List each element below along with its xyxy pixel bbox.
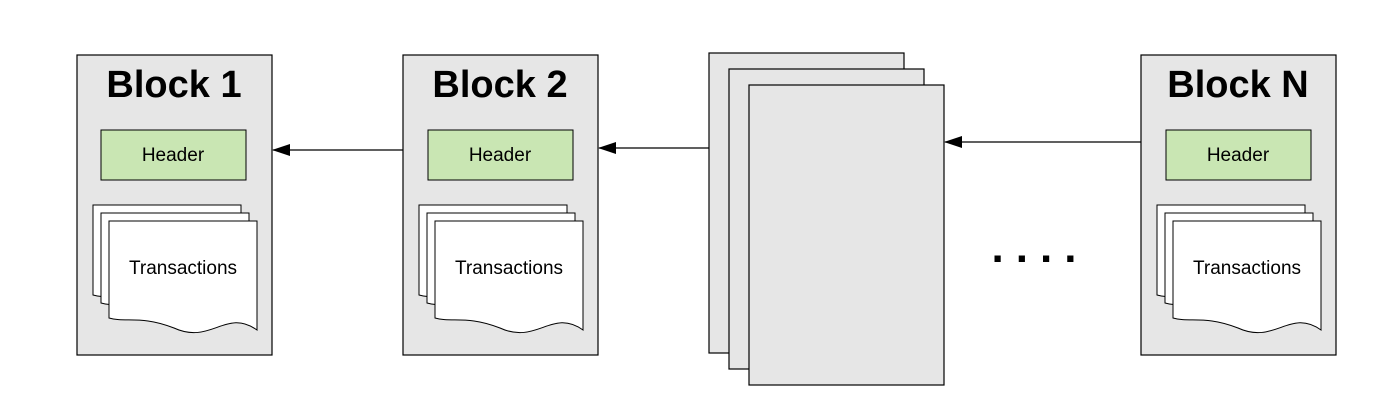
stacked-block-front [748,84,945,386]
block-n-header-box [1165,129,1312,181]
block-n-transactions-label: Transactions [1193,258,1301,279]
block-1-header-label: Header [142,145,205,166]
block-1: Block 1 Header Transactions [76,54,273,356]
block-n: Block N Header Transactions [1140,54,1337,356]
block-1-transactions-stack [92,204,258,334]
intermediate-blocks-stack [708,52,945,386]
block-2-transactions-label: Transactions [455,258,563,279]
block-2-transactions-stack [418,204,584,334]
block-n-title: Block N [1167,64,1308,106]
block-1-title: Block 1 [106,64,241,106]
block-2-title: Block 2 [432,64,567,106]
block-1-header-box [100,129,247,181]
ellipsis: .... [992,223,1089,272]
block-2-header-box [427,129,574,181]
block-n-header-label: Header [1207,145,1270,166]
block-1-transactions-label: Transactions [129,258,237,279]
block-2-header-label: Header [469,145,532,166]
block-n-transactions-stack [1156,204,1322,334]
block-2: Block 2 Header Transactions [402,54,599,356]
